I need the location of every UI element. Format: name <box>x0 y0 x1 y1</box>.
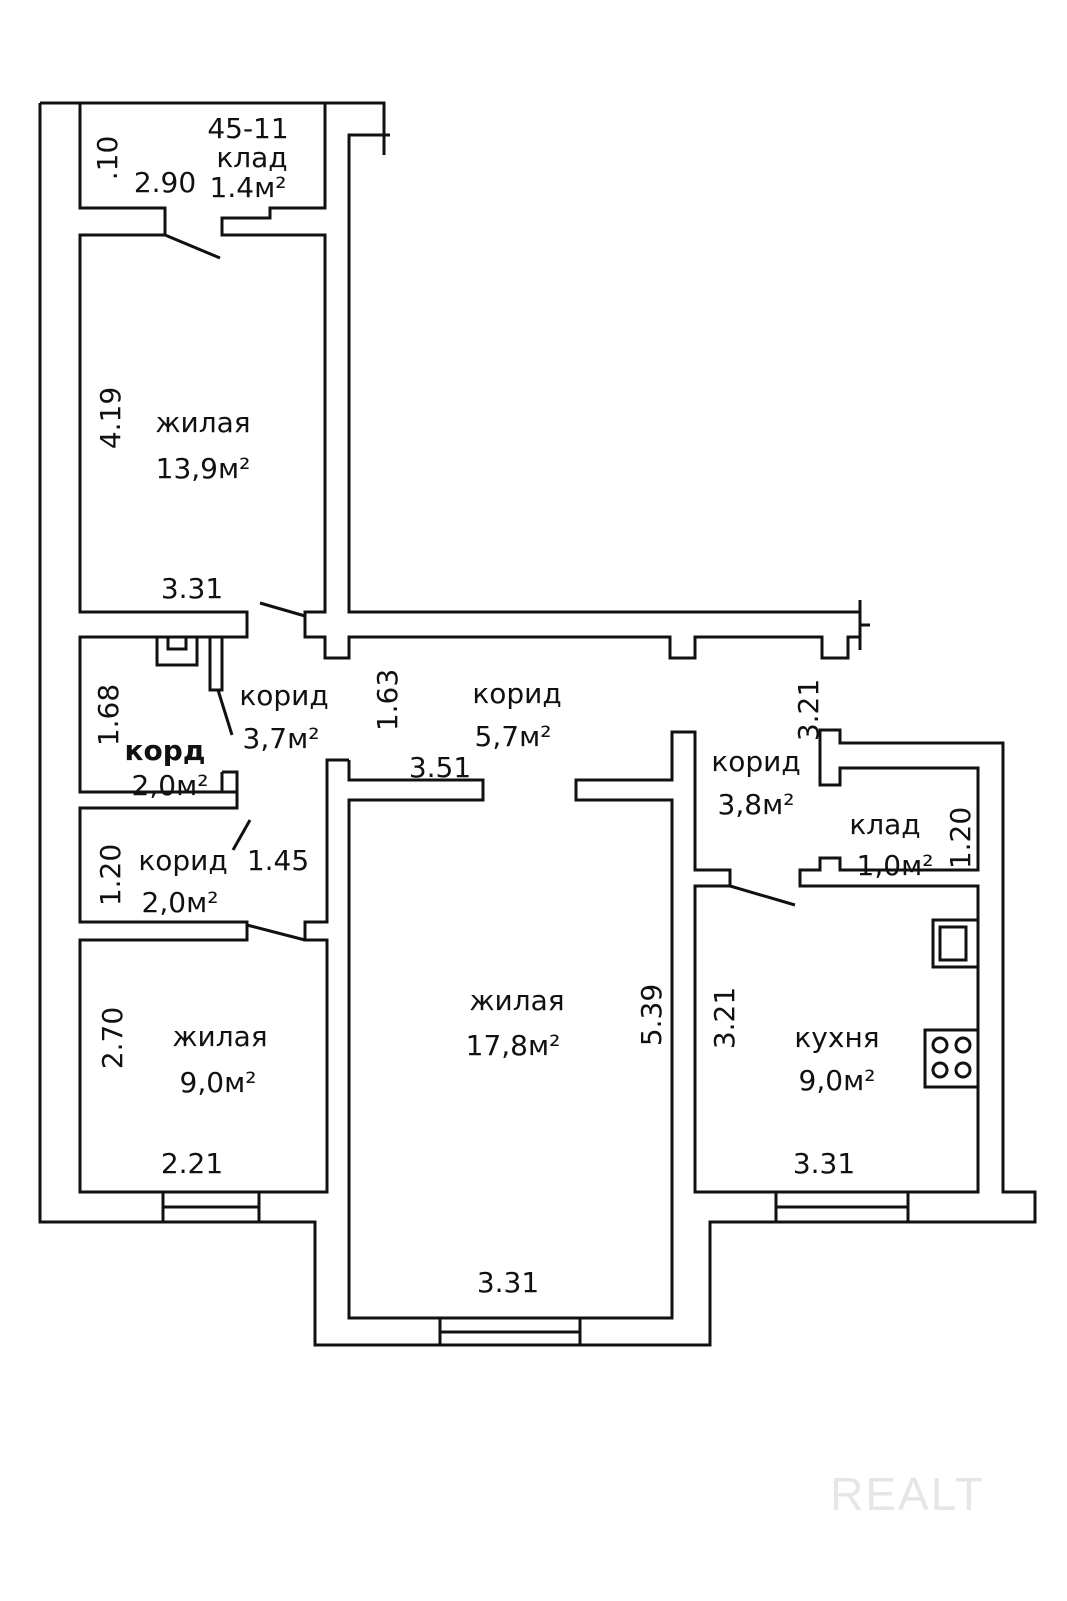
dimension-labels: .10 2.90 4.19 3.31 1.68 1.63 1.20 1.45 2… <box>91 136 977 1299</box>
room-area: 3,8м² <box>718 788 795 821</box>
room-name: корд <box>125 734 206 767</box>
dimension: 3.21 <box>792 679 825 741</box>
dimension: 3.31 <box>477 1266 539 1299</box>
dimension: 2.70 <box>96 1007 129 1069</box>
dimension: 3.51 <box>409 751 471 784</box>
walls <box>38 101 1037 1347</box>
room-area: 3,7м² <box>243 722 320 755</box>
watermark: REALT <box>830 1468 985 1520</box>
dimension: 1.20 <box>94 844 127 906</box>
room-area: 9,0м² <box>799 1064 876 1097</box>
dimension: 3.31 <box>793 1147 855 1180</box>
room-name: жилая <box>172 1020 267 1053</box>
dimension: 3.21 <box>708 987 741 1049</box>
room-name: кухня <box>794 1021 879 1054</box>
room-area: 2,0м² <box>142 886 219 919</box>
room-name: клад <box>849 808 920 841</box>
room-area: 5,7м² <box>475 720 552 753</box>
room-name: жилая <box>155 406 250 439</box>
room-name: корид <box>239 679 328 712</box>
room-name: корид <box>138 844 227 877</box>
dimension: 1.63 <box>371 669 404 731</box>
sink-icon <box>931 918 980 969</box>
room-area: 2,0м² <box>132 769 209 802</box>
room-area: 9,0м² <box>180 1066 257 1099</box>
room-name: клад <box>216 141 287 174</box>
dimension: 1.20 <box>944 807 977 869</box>
dimension: 4.19 <box>94 387 127 449</box>
dimension: 3.31 <box>161 572 223 605</box>
room-area: 1,0м² <box>857 849 934 882</box>
apartment-code: 45-11 <box>207 112 288 145</box>
kitchen-fixtures <box>923 918 980 1089</box>
dimension: .10 <box>91 136 124 181</box>
dimension: 2.90 <box>134 166 196 199</box>
dimension: 1.68 <box>92 684 125 746</box>
room-area: 13,9м² <box>156 452 251 485</box>
room-area: 1.4м² <box>210 171 287 204</box>
dimension: 1.45 <box>247 844 309 877</box>
room-name: жилая <box>469 984 564 1017</box>
stove-icon <box>923 1028 980 1089</box>
room-labels: 45-11 клад 1.4м² жилая 13,9м² корид 3,7м… <box>125 112 934 1099</box>
room-name: корид <box>711 745 800 778</box>
room-area: 17,8м² <box>466 1029 561 1062</box>
dimension: 2.21 <box>161 1147 223 1180</box>
room-name: корид <box>472 677 561 710</box>
dimension: 5.39 <box>635 984 668 1046</box>
